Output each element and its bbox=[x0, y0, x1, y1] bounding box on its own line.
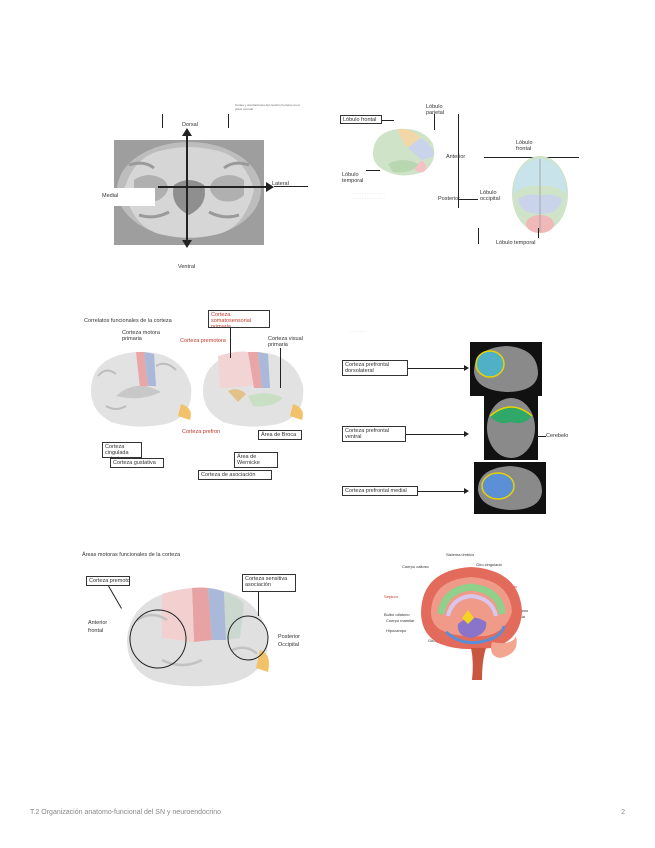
posterior-label: Posterior bbox=[438, 196, 461, 202]
lateral-label: Lateral bbox=[272, 181, 289, 187]
rule-line bbox=[162, 114, 163, 128]
leader-line bbox=[230, 328, 231, 358]
broca-box: Área de Broca bbox=[258, 430, 302, 440]
lateral-brain-image bbox=[127, 587, 269, 687]
frontal-label: frontal bbox=[88, 628, 104, 634]
prefrontal-box: Corteza prefrontal bbox=[180, 428, 220, 438]
divider-vertical bbox=[458, 114, 459, 208]
cerebelo-label: Cerebelo bbox=[546, 433, 569, 439]
occipital-label: Lóbulo occipital bbox=[480, 190, 500, 202]
wernicke-box: Área de Wernicke bbox=[234, 452, 278, 468]
panel-title: Correlatos funcionales de la corteza bbox=[84, 318, 172, 324]
rule-line bbox=[382, 120, 394, 121]
rule-line bbox=[228, 114, 229, 128]
panel-functional-cortex: Correlatos funcionales de la corteza Cor… bbox=[80, 308, 310, 488]
dorsolateral-box: Corteza prefrontal dorsolateral bbox=[342, 360, 408, 376]
arrow-line bbox=[408, 368, 466, 369]
panel-prefrontal: . . . . . . . . . . Corteza prefrontal d… bbox=[340, 329, 568, 520]
cingulada-box: Corteza cingulada anterior bbox=[102, 442, 142, 458]
rule-line bbox=[434, 114, 435, 130]
parietal-label: Lóbulo parietal bbox=[426, 104, 445, 116]
leader-line bbox=[108, 585, 122, 609]
leader-line bbox=[280, 348, 281, 388]
panel-coronal-orientation: Cortes y orientaciones del cerebro human… bbox=[100, 100, 310, 270]
rule-line bbox=[274, 186, 308, 187]
premotora-box: Corteza premotora bbox=[86, 576, 130, 586]
arrow-up-icon bbox=[182, 128, 192, 136]
arrow-right-icon bbox=[266, 182, 274, 192]
temporal-bottom-label: Lóbulo temporal bbox=[496, 240, 536, 246]
ventral-label: Ventral bbox=[178, 264, 196, 270]
anterior-label: Anterior bbox=[88, 620, 108, 626]
cingulo-label: Giro cingulado bbox=[476, 562, 502, 567]
arrow-right-icon bbox=[464, 365, 469, 371]
panel-title: Áreas motoras funcionales de la corteza bbox=[82, 552, 181, 558]
rule-line bbox=[538, 228, 539, 238]
visual-label: Corteza visual primaria bbox=[268, 336, 303, 348]
medial-box: Corteza prefrontal medial bbox=[342, 486, 418, 496]
arrow-right-icon bbox=[464, 488, 469, 494]
leader-line bbox=[258, 592, 259, 616]
asociacion-box: Corteza de asociación bbox=[198, 470, 272, 480]
footer-title: T.2 Organización anatomo-funcional del S… bbox=[30, 809, 222, 816]
rule-line bbox=[366, 170, 380, 171]
frontal-lower-label: Lóbulo frontal bbox=[516, 140, 533, 152]
sensitiva-box: Corteza sensitiva asociación bbox=[242, 574, 296, 592]
caption-small: . . . . . . . . . . . . . . . . . . . . bbox=[352, 191, 385, 195]
panel-motor-areas: Áreas motoras funcionales de la corteza … bbox=[78, 550, 318, 700]
mamilar-label: Cuerpo mamilar bbox=[386, 618, 415, 623]
cuerpo-calloso-label: Cuerpo calloso bbox=[402, 564, 429, 569]
panel-limbic: Sistema límbico Giro cingulado Cuerpo ca… bbox=[376, 550, 556, 700]
rule-line bbox=[484, 157, 579, 158]
rule-line bbox=[458, 199, 478, 200]
caption-small: . . . . . . . . . . . . . . . . . . . . bbox=[352, 196, 385, 200]
rule-line bbox=[478, 228, 479, 244]
dorsolateral-brain-image bbox=[470, 342, 542, 396]
medial-brain-image bbox=[91, 351, 192, 427]
gustativa-box: Corteza gustativa bbox=[110, 458, 164, 468]
medial-box: Medial bbox=[100, 188, 155, 206]
premotor-label: Corteza premotora bbox=[180, 338, 226, 344]
motor-label: Corteza motora primaria bbox=[122, 330, 160, 342]
anterior-label: Anterior bbox=[446, 154, 466, 160]
frontal-lobe-box: Lóbulo frontal bbox=[340, 115, 382, 124]
leader-line bbox=[536, 436, 546, 437]
arrow-line bbox=[406, 434, 466, 435]
circle-frontal-icon bbox=[129, 609, 187, 669]
arrow-line bbox=[418, 491, 466, 492]
limbic-brain-image bbox=[421, 567, 522, 680]
lateral-brain-image bbox=[373, 128, 435, 176]
medial-brain-image bbox=[474, 462, 546, 514]
limbic-title: Sistema límbico bbox=[446, 552, 475, 557]
axis-horizontal bbox=[158, 186, 268, 188]
arrow-down-icon bbox=[182, 240, 192, 248]
temporal-label: Lóbulo temporal bbox=[342, 172, 364, 184]
circle-parietal-icon bbox=[227, 615, 269, 661]
septum-label: Septum bbox=[384, 594, 398, 599]
ventral-brain-image bbox=[484, 396, 538, 460]
arrow-right-icon bbox=[464, 431, 469, 437]
somatosensorial-box: Corteza somatosensorial primaria bbox=[208, 310, 270, 328]
hipocampo-label: Hipocampo bbox=[386, 628, 407, 633]
panel-lobes: Lóbulo frontal Lóbulo parietal Lóbulo te… bbox=[338, 100, 579, 250]
coronal-brain-image bbox=[114, 140, 264, 245]
inferior-brain-image bbox=[512, 156, 568, 233]
ventral-box: Corteza prefrontal ventral bbox=[342, 426, 406, 442]
page-number: 2 bbox=[621, 809, 625, 816]
posterior-label: Posterior bbox=[278, 634, 301, 640]
occipital-label: Occipital bbox=[278, 642, 300, 648]
lateral-brain-image bbox=[203, 351, 304, 427]
caption-small: . . . . . . . . . . bbox=[350, 329, 366, 333]
caption-text: Cortes y orientaciones del cerebro human… bbox=[235, 103, 300, 111]
dorsal-label: Dorsal bbox=[182, 122, 198, 128]
bulbo-label: Bulbo olfatorio bbox=[384, 612, 410, 617]
